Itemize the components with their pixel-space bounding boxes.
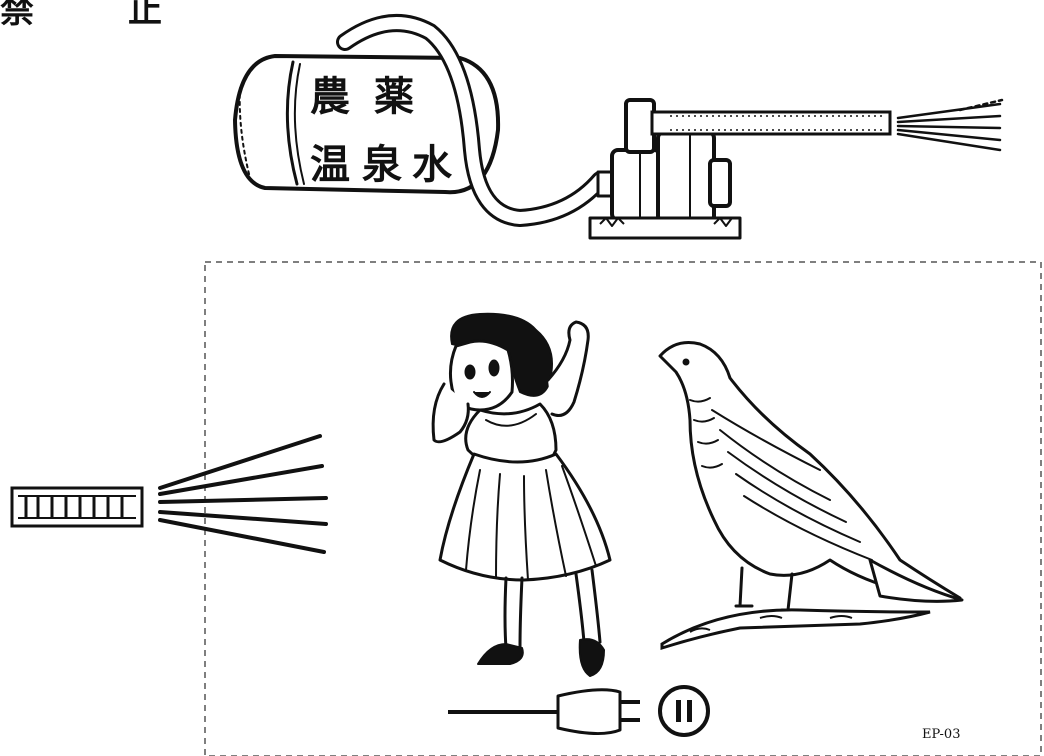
left-spray-lines [158,434,328,554]
branch [660,608,931,651]
girl-figure [431,312,612,677]
dashed-frame [204,261,1042,756]
tank-label-char: 温 [310,142,350,188]
hose [336,14,609,228]
chemical-tank: 農 薬 温 泉 水 [233,54,501,195]
tank-label-char: 泉 [362,142,402,188]
tank-label-char: 水 [412,142,453,188]
partial-heading-char-1: 禁 [0,0,34,31]
tank-label-char: 農 [310,74,350,120]
left-nozzle [10,486,144,528]
power-plug [448,688,640,735]
power-outlet [658,685,710,737]
bird-figure [658,341,964,612]
spray-lance [650,110,892,136]
figure-code: EP-03 [922,727,960,742]
partial-heading-char-2: 止 [128,0,162,31]
spray-burst [896,98,1004,152]
tank-label-char: 薬 [374,74,414,120]
